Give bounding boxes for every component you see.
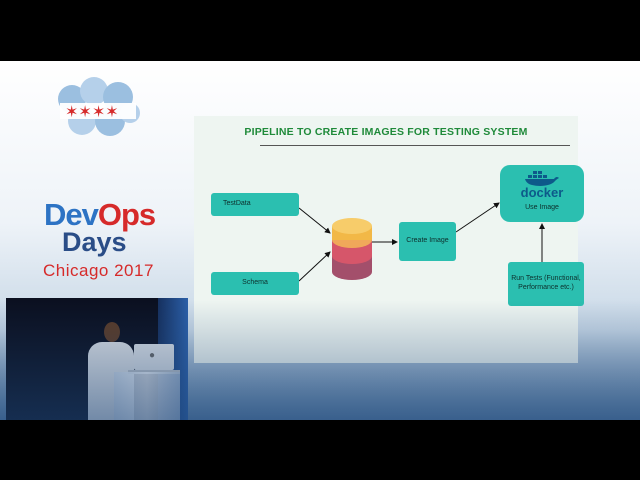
speaker-video: ●: [6, 298, 188, 420]
docker-wordmark: docker: [520, 185, 564, 200]
lectern: [114, 372, 180, 420]
database-icon: [332, 218, 372, 280]
run-tests-box: Run Tests (Functional, Performance etc.): [508, 262, 584, 306]
logo-city-text: Chicago 2017: [43, 261, 154, 280]
slide: PIPELINE TO CREATE IMAGES FOR TESTING SY…: [194, 116, 584, 363]
testdata-box: TestData: [211, 193, 299, 216]
create-image-box: Create Image: [399, 222, 456, 261]
arrow-create-to-docker: [455, 202, 500, 233]
devopsdays-logo: ✶✶✶✶: [30, 71, 170, 231]
laptop: [134, 344, 174, 370]
logo-days-text: Days: [62, 227, 127, 257]
logo-devops-text: DevOps: [44, 197, 156, 232]
slide-title: PIPELINE TO CREATE IMAGES FOR TESTING SY…: [244, 126, 528, 138]
arrow-testdata-to-db: [298, 207, 331, 234]
title-underline: [260, 145, 570, 146]
docker-whale-icon: [525, 171, 559, 186]
docker-box: docker Use Image: [500, 165, 584, 222]
svg-text:✶✶✶✶: ✶✶✶✶: [65, 102, 119, 121]
schema-box: Schema: [211, 272, 299, 295]
brain-gears-icon: ✶✶✶✶: [58, 77, 140, 136]
presentation-frame: ✶✶✶✶ DevOps Days Chicago 2017 ● PIPELINE…: [0, 61, 640, 420]
apple-icon: ●: [149, 350, 156, 361]
logo-ops-text: Ops: [97, 197, 156, 232]
arrow-schema-to-db: [298, 251, 331, 282]
use-image-label: Use Image: [525, 204, 559, 212]
speaker-head: [104, 322, 120, 342]
pipeline-arrows: [298, 202, 545, 282]
